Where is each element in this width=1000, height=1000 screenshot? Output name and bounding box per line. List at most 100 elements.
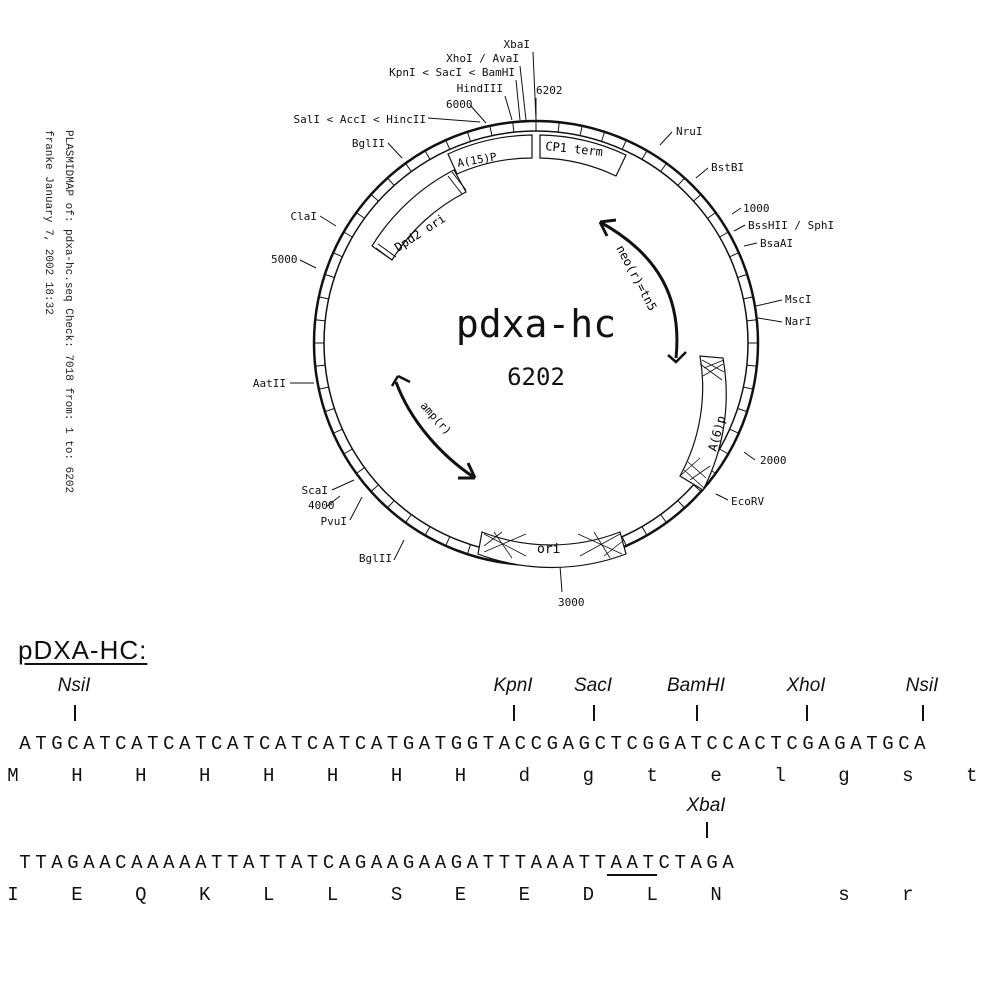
position-label: 6000 [446, 98, 473, 111]
backbone-tick [677, 500, 685, 509]
sequence-char: A [163, 852, 175, 874]
sequence-char: C [530, 733, 543, 755]
backbone-tick [332, 252, 343, 258]
site-lines [290, 51, 783, 593]
sequence-char: A [818, 733, 830, 755]
sequence-char: E [454, 884, 467, 906]
site-label: BglII [352, 137, 385, 150]
position-label: 2000 [760, 454, 787, 467]
sequence-char: L [646, 884, 658, 906]
sequence-char: A [562, 852, 575, 874]
site-leader-line [559, 565, 563, 593]
site-label: BssHII / SphI [748, 219, 834, 232]
backbone-tick [693, 194, 702, 202]
sequence-char: C [163, 733, 175, 755]
sequence-char: T [610, 733, 622, 755]
site-label: BglII [359, 552, 392, 565]
sequence-char: A [722, 852, 734, 874]
backbone-tick [343, 231, 353, 238]
sequence-char: T [866, 733, 878, 755]
sequence-char: A [290, 852, 303, 874]
backbone-ticks [314, 121, 758, 565]
site-label: BstBI [711, 161, 744, 174]
sequence-char: A [243, 852, 255, 874]
sequence-site-label: NsiI [905, 675, 939, 696]
sequence-char: A [131, 852, 143, 874]
sequence-char: t [646, 765, 658, 787]
sequence-char: C [658, 852, 670, 874]
feature-ori: ori [477, 531, 627, 568]
backbone-tick [315, 319, 326, 322]
backbone-tick [737, 408, 748, 413]
sequence-char: T [482, 733, 495, 755]
backbone-tick [601, 131, 606, 142]
site-leader-line [515, 79, 521, 121]
site-leader-line [331, 479, 355, 491]
sequence-char: H [71, 765, 83, 787]
sequence-char: G [450, 733, 463, 755]
sequence-char: G [354, 852, 367, 874]
sequence-char: T [578, 852, 590, 874]
sequence-char: T [274, 852, 287, 874]
sequence-char: A [83, 733, 95, 755]
sequence-char: T [195, 733, 207, 755]
sequence-char: t [966, 765, 978, 787]
backbone-tick [621, 139, 627, 150]
sequence-char: C [258, 733, 271, 755]
sequence-char: T [243, 733, 255, 755]
backbone-tick [387, 500, 395, 509]
feature-label: CP1 term [545, 139, 604, 159]
sequence-site-label: BamHI [666, 675, 726, 696]
site-leader-line [299, 259, 317, 269]
sequence-char: A [418, 733, 431, 755]
backbone-tick [489, 125, 493, 136]
sequence-site-tick [806, 705, 808, 721]
sequence-char: A [51, 852, 63, 874]
sequence-char: T [386, 733, 399, 755]
backbone-tick [621, 536, 627, 547]
sequence-char: E [71, 884, 83, 906]
sequence-char: H [454, 765, 467, 787]
backbone-tick [324, 408, 335, 413]
sequence-char: T [594, 852, 606, 874]
site-leader-line [743, 242, 758, 247]
sequence-char: T [35, 733, 47, 755]
sequence-char: A [626, 852, 638, 874]
sequence-site-label: KpnI [493, 675, 533, 696]
sequence-char: A [195, 852, 207, 874]
sequence-site-label: SacI [573, 675, 613, 696]
sequence-char: T [690, 733, 702, 755]
sequence-char: E [518, 884, 531, 906]
backbone-tick [318, 296, 329, 300]
sequence-char: T [306, 852, 319, 874]
sequence-char: T [290, 733, 303, 755]
sequence-char: A [690, 852, 702, 874]
sequence-char: T [498, 852, 511, 874]
site-leader-line [715, 493, 729, 501]
sequence-char: A [370, 733, 383, 755]
sequence-char: C [754, 733, 766, 755]
sequence-char: T [147, 733, 159, 755]
backbone-tick [343, 448, 353, 455]
sequence-site-tick [706, 822, 708, 838]
site-leader-line [349, 496, 363, 521]
site-leader-line [733, 224, 746, 232]
sequence-char: H [326, 765, 339, 787]
site-label: XhoI / AvaI [446, 52, 519, 65]
sequence-char: A [466, 852, 479, 874]
backbone-tick [315, 364, 326, 367]
site-label: XbaI [504, 38, 531, 51]
feature-a15p: A(15)P [447, 134, 533, 175]
backbone-tick [746, 364, 757, 367]
site-leader-line [659, 131, 673, 146]
site-leader-line [755, 299, 783, 307]
sequence-char: G [51, 733, 63, 755]
backbone-tick [466, 544, 471, 555]
sequence-site-tick [922, 705, 924, 721]
sequence-char: A [179, 733, 191, 755]
sequence-char: G [402, 852, 415, 874]
sequence-char: G [546, 733, 559, 755]
backbone-tick [405, 163, 412, 172]
sequence-char: C [786, 733, 798, 755]
sequence-char: T [19, 852, 31, 874]
